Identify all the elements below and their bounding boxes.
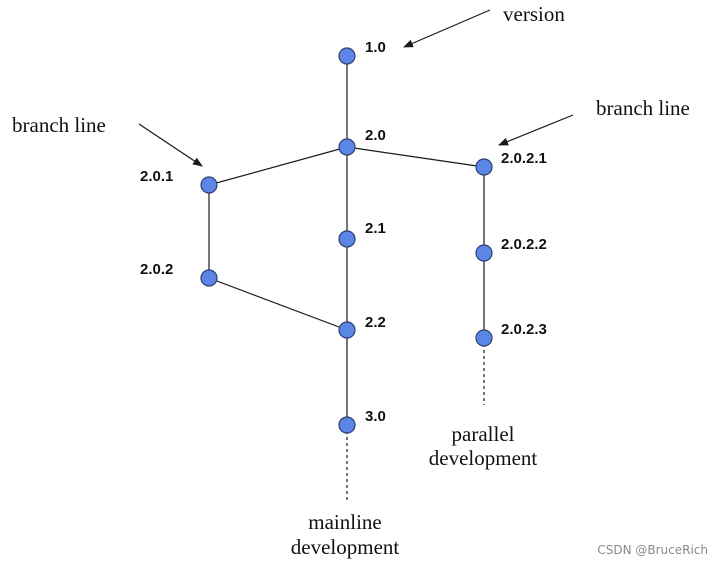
version-annotation: version xyxy=(503,2,565,26)
branch-line-right-arrow xyxy=(498,114,574,146)
parallel-development-line1: parallel xyxy=(452,422,515,446)
label-2.0.2.3: 2.0.2.3 xyxy=(501,321,547,338)
label-2.0.2.1: 2.0.2.1 xyxy=(501,150,547,167)
annotation-arrows xyxy=(138,9,574,167)
nodes xyxy=(200,47,493,434)
mainline-development-line1: mainline xyxy=(308,510,381,534)
node-2.2[interactable] xyxy=(338,321,356,339)
node-2.0.2.1[interactable] xyxy=(475,158,493,176)
watermark: CSDN @BruceRich xyxy=(597,543,708,557)
edge-2.0-2.0.1 xyxy=(208,146,348,186)
node-1.0[interactable] xyxy=(338,47,356,65)
branch-line-right-annotation: branch line xyxy=(596,96,690,120)
node-2.0.2.3[interactable] xyxy=(475,329,493,347)
node-2.0[interactable] xyxy=(338,138,356,156)
version-labels: 1.0 2.0 2.1 2.2 3.0 2.0.1 2.0.2 2.0.2.1 … xyxy=(140,39,547,425)
node-2.0.1[interactable] xyxy=(200,176,218,194)
label-2.1: 2.1 xyxy=(365,220,386,237)
label-2.0: 2.0 xyxy=(365,127,386,144)
edge-2.0.2-2.2 xyxy=(208,277,348,331)
node-2.1[interactable] xyxy=(338,230,356,248)
label-2.0.1: 2.0.1 xyxy=(140,168,173,185)
label-2.0.2: 2.0.2 xyxy=(140,261,173,278)
label-1.0: 1.0 xyxy=(365,39,386,56)
label-2.0.2.2: 2.0.2.2 xyxy=(501,236,547,253)
mainline-development-line2: development xyxy=(291,535,400,559)
node-2.0.2.2[interactable] xyxy=(475,244,493,262)
label-2.2: 2.2 xyxy=(365,314,386,331)
edges xyxy=(208,56,485,500)
branch-line-left-annotation: branch line xyxy=(12,113,106,137)
label-3.0: 3.0 xyxy=(365,408,386,425)
edge-2.0-2.0.2.1 xyxy=(346,146,485,168)
parallel-development-line2: development xyxy=(429,446,538,470)
branch-line-left-arrow xyxy=(138,123,203,167)
node-2.0.2[interactable] xyxy=(200,269,218,287)
annotations: version branch line branch line parallel… xyxy=(12,2,690,559)
node-3.0[interactable] xyxy=(338,416,356,434)
version-arrow xyxy=(403,9,491,48)
